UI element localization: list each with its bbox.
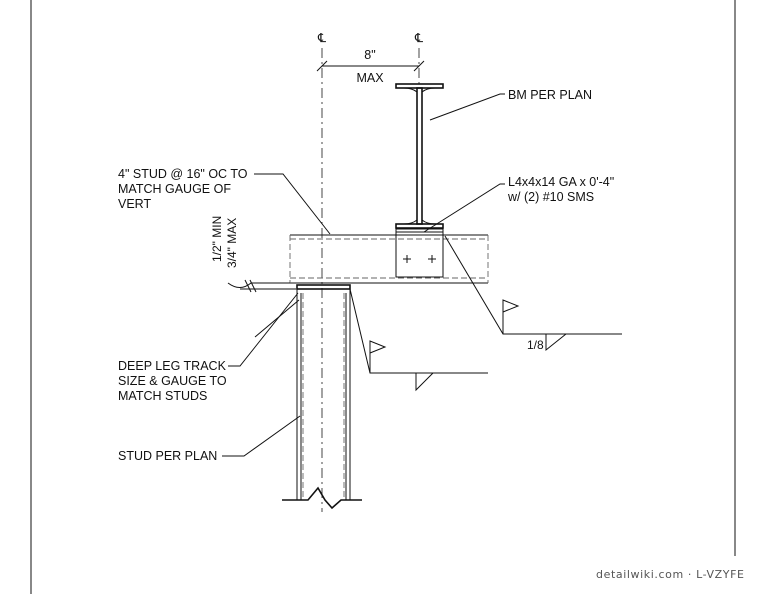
note-track-line3: MATCH STUDS (118, 389, 207, 403)
horizontal-track (289, 234, 489, 284)
leader-stud-plan (222, 415, 301, 457)
note-stud-line3: VERT (118, 197, 151, 211)
steel-beam-section (395, 83, 444, 229)
gap-max-label: 3/4" MAX (225, 218, 239, 268)
weld-symbol-1: 1/8 (444, 235, 622, 352)
dimension-spacing: 8" MAX (316, 48, 425, 85)
clip-angle (395, 228, 444, 278)
note-track-line1: DEEP LEG TRACK (118, 359, 227, 373)
note-track-line2: SIZE & GAUGE TO (118, 374, 227, 388)
vertical-stud (282, 284, 362, 510)
dimension-spacing-value: 8" (364, 48, 375, 62)
note-stud-line2: MATCH GAUGE OF (118, 182, 231, 196)
gap-min-label: 1/2" MIN (210, 216, 224, 262)
leader-stud (254, 173, 331, 235)
weld-size-label: 1/8 (527, 338, 544, 352)
note-stud-line1: 4" STUD @ 16" OC TO (118, 167, 248, 181)
leader-track-2 (254, 299, 300, 338)
dimension-spacing-note: MAX (356, 71, 384, 85)
centerline-symbol-right: ℄ (414, 31, 424, 45)
note-angle-line1: L4x4x14 GA x 0'-4" (508, 175, 614, 189)
note-beam: BM PER PLAN (508, 88, 592, 102)
note-stud-plan: STUD PER PLAN (118, 449, 217, 463)
gap-dimension: 1/2" MIN 3/4" MAX (210, 216, 296, 293)
leader-beam (429, 93, 505, 121)
watermark: detailwiki.com · L-VZYFE (596, 568, 745, 581)
centerline-symbol-left: ℄ (317, 31, 327, 45)
note-angle-line2: w/ (2) #10 SMS (507, 190, 594, 204)
weld-symbol-2 (349, 288, 488, 392)
leader-angle (423, 183, 505, 233)
